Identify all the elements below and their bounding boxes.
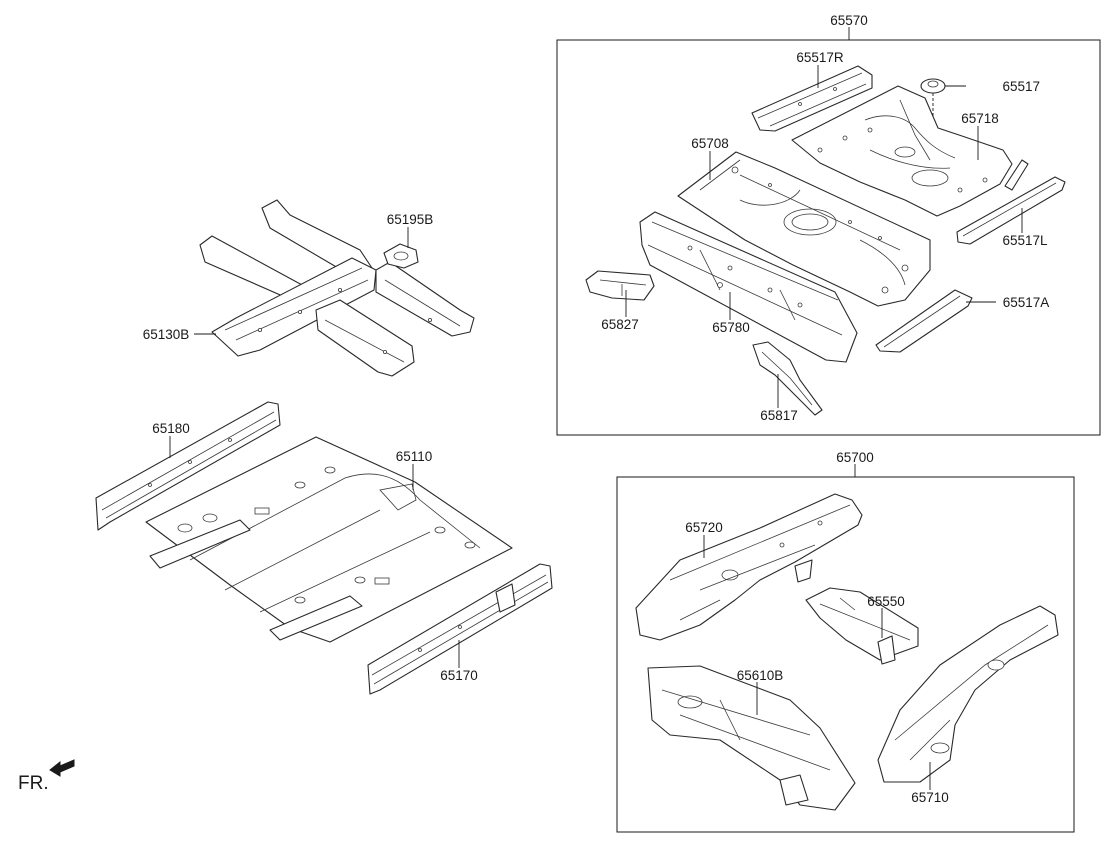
label-65517R: 65517R bbox=[796, 50, 844, 65]
part-65827 bbox=[585, 270, 655, 301]
part-65180 bbox=[95, 401, 281, 531]
part-65718 bbox=[791, 85, 1013, 217]
label-65780: 65780 bbox=[712, 320, 750, 335]
label-65708: 65708 bbox=[691, 136, 729, 151]
label-65180: 65180 bbox=[152, 421, 190, 436]
part-65817 bbox=[752, 341, 823, 416]
part-65195B bbox=[383, 243, 419, 269]
part-65170 bbox=[367, 563, 553, 695]
part-65720 bbox=[635, 493, 863, 641]
label-65718: 65718 bbox=[961, 111, 999, 126]
label-65700: 65700 bbox=[836, 450, 874, 465]
label-65550: 65550 bbox=[867, 594, 905, 609]
label-65710: 65710 bbox=[911, 790, 949, 805]
part-65110 bbox=[145, 436, 513, 643]
front-arrow-icon bbox=[49, 759, 75, 777]
label-65517L: 65517L bbox=[1002, 233, 1048, 248]
part-65517R bbox=[751, 65, 873, 132]
label-65517A: 65517A bbox=[1003, 295, 1050, 310]
group-box-65570 bbox=[556, 39, 1101, 436]
label-65110: 65110 bbox=[396, 449, 433, 464]
label-65517: 65517 bbox=[1002, 79, 1040, 94]
label-65720: 65720 bbox=[685, 520, 723, 535]
label-65817: 65817 bbox=[760, 408, 798, 423]
part-65610B bbox=[647, 665, 856, 811]
part-65708 bbox=[677, 151, 931, 307]
label-65610B: 65610B bbox=[737, 668, 784, 683]
part-65780 bbox=[639, 211, 858, 363]
group-box-65700 bbox=[616, 476, 1075, 833]
part-65710 bbox=[877, 605, 1059, 783]
part-65130B bbox=[199, 199, 475, 377]
front-label: FR. bbox=[18, 773, 49, 794]
part-65517L bbox=[956, 159, 1066, 245]
label-65130B: 65130B bbox=[143, 327, 190, 342]
label-65570: 65570 bbox=[830, 13, 868, 28]
part-65517A bbox=[875, 289, 973, 353]
front-indicator: FR. bbox=[18, 759, 75, 794]
label-65195B: 65195B bbox=[387, 212, 434, 227]
label-65827: 65827 bbox=[601, 317, 639, 332]
label-65170: 65170 bbox=[440, 668, 478, 683]
part-65550 bbox=[805, 587, 919, 665]
